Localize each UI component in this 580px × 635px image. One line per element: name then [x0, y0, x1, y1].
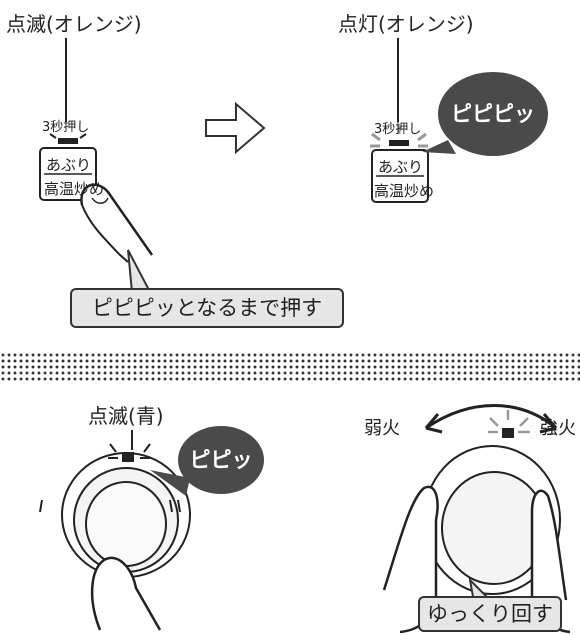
- blink-rays-top-left: [49, 133, 87, 139]
- rotate-arrow-left: [424, 413, 443, 434]
- sound-bubble-bottom-left: ピピッ: [178, 426, 264, 494]
- bottom-left-knob: [39, 430, 191, 631]
- aburi-button-frame: [39, 147, 97, 201]
- blink-rays-bottom-left: [108, 443, 151, 459]
- bubble-tail-bottom-left: [150, 470, 190, 496]
- button-line1-top-right: あぶり: [378, 158, 424, 176]
- finger-press: [80, 183, 154, 256]
- knob-lamp-blue: [122, 452, 134, 462]
- glow-rays-top-right: [370, 126, 428, 148]
- strong-heat-label: 強火: [540, 418, 576, 439]
- knob-lamp-right: [502, 428, 514, 438]
- rotate-arc: [425, 404, 557, 430]
- top-right-panel: [371, 38, 429, 203]
- state-label-top-left: 点滅(オレンジ): [6, 12, 142, 36]
- rotate-arrow-right: [539, 413, 558, 434]
- bubble-tail-top-right: [422, 140, 456, 154]
- press-callout: ピピピッとなるまで押す: [70, 288, 344, 328]
- hold-label-top-left: 3秒押し: [42, 120, 90, 135]
- finger-press-knob: [90, 556, 162, 631]
- top-left-panel: [39, 38, 154, 263]
- indicator-lamp-lit: [389, 140, 409, 146]
- button-line1-top-left: あぶり: [46, 156, 92, 174]
- weak-heat-label: 弱火: [364, 418, 400, 439]
- turn-callout: ゆっくり回す: [418, 596, 562, 632]
- button-line2-top-right: 高温炒め: [374, 182, 435, 200]
- state-label-bottom-left: 点滅(青): [88, 404, 164, 428]
- glow-rays-bottom-right: [488, 410, 530, 434]
- section-divider: [0, 352, 580, 382]
- state-label-top-right: 点灯(オレンジ): [338, 12, 474, 36]
- next-step-arrow: [205, 101, 266, 155]
- hold-label-top-right: 3秒押し: [374, 122, 422, 137]
- callout-tail-press: [127, 249, 152, 293]
- aburi-button-frame-right: [371, 149, 429, 203]
- sound-bubble-top-right: ピピピッ: [438, 72, 548, 156]
- button-line2-top-left: 高温炒め: [44, 180, 105, 198]
- indicator-lamp-blinking: [58, 138, 78, 144]
